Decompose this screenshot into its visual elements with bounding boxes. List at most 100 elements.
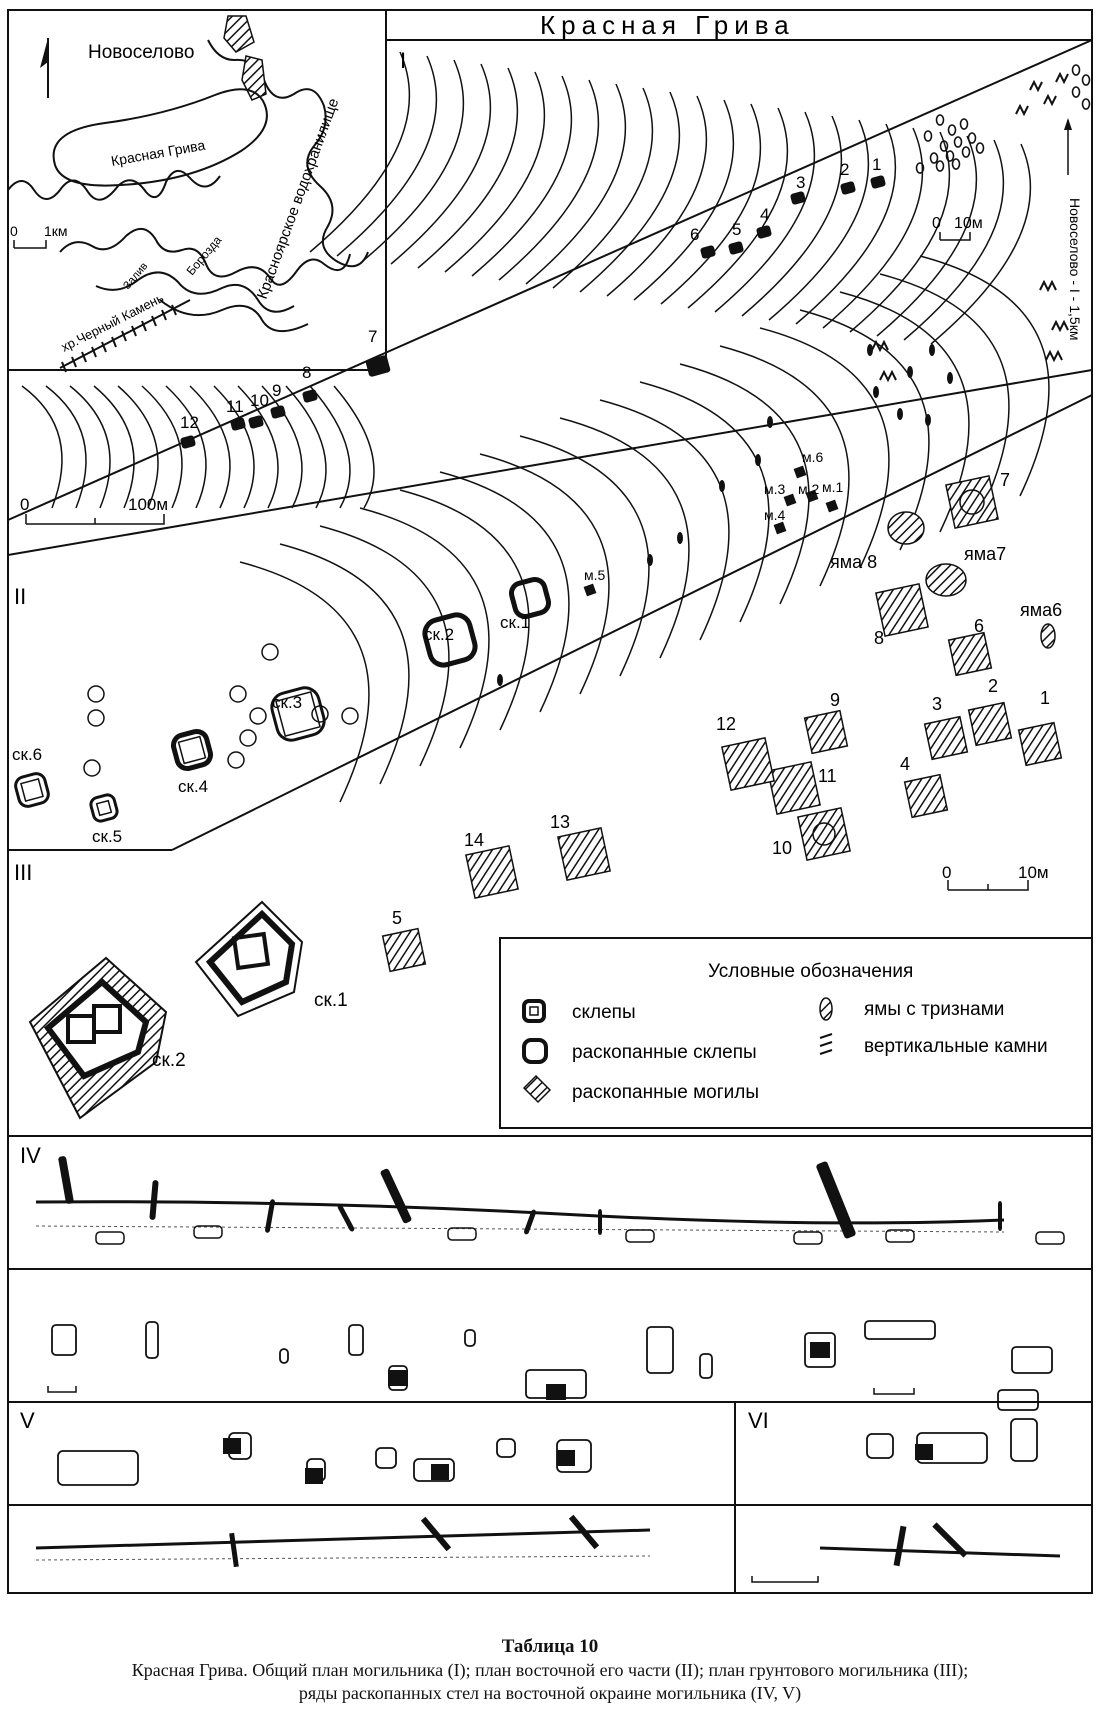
stela-base [223,1438,241,1454]
grave-marker [700,245,716,259]
stone-mark [897,408,903,420]
stela-base [305,1468,323,1484]
row-scale-bar [751,1576,819,1583]
stone-mark [497,674,503,686]
stone-ring [1081,74,1091,86]
feast-pit-symbol-icon [819,997,833,1021]
grave-number: 3 [932,694,942,714]
contour-line [903,139,1005,341]
contour-line [279,543,410,785]
panel-III-crypts: ск.1ск.2 [28,900,348,1120]
grave-number: 6 [690,225,699,244]
crypt [422,612,478,668]
contour-line [21,385,63,509]
stone-fragment [193,1225,223,1239]
legend-item-crypts: склепы [572,1002,636,1023]
stela-base [431,1464,449,1480]
contour-line [525,83,627,285]
stone-mark [767,416,773,428]
grave-number: 5 [732,220,741,239]
contour-line [261,385,303,509]
contour-line [579,91,681,293]
vertical-stones [1015,103,1029,117]
crypt [270,686,326,742]
pit-label: м.2 [798,481,820,497]
stone-mark [719,480,725,492]
grave-number: 7 [1000,470,1010,490]
stela [149,1180,159,1220]
excavated-grave [903,773,949,819]
inset-village-label: Новоселово [88,42,195,63]
stone-circle [311,705,329,723]
panel-II-label: II [14,584,26,609]
stela [932,1522,968,1558]
inset-ridge-label: хр.Черный Камень [59,290,167,355]
contour-line [336,55,438,257]
crypt-outer [194,900,304,1018]
contour-line [660,103,762,305]
grave-marker [230,417,246,431]
stela [524,1209,536,1235]
legend-title: Условные обозначения [708,961,913,982]
stela-plan [1011,1346,1053,1374]
stone-circle [227,751,245,769]
stela-plan [496,1438,516,1458]
contour-line [930,143,1032,345]
stone-ring [1081,98,1091,110]
grave-marker [870,175,886,189]
stela [598,1209,602,1235]
vertical-stones [879,369,897,383]
excavated-grave-symbol-icon [522,1074,552,1104]
feast-pit [887,511,925,545]
panel-III-label: III [14,860,32,885]
grave-number: 4 [760,205,769,224]
stone-ring [951,158,961,170]
legend: Условные обозначения склепы раскопанные … [499,937,1093,1129]
grave-number: 1 [872,155,881,174]
grave-marker [840,181,856,195]
stone-circle [229,685,247,703]
contour-line [679,363,810,605]
contour-line [93,385,135,509]
stone-circle [87,685,105,703]
stela-plan [464,1329,476,1347]
vertical-stones [1055,71,1069,85]
grave-number: 12 [180,413,199,432]
excavated-grave [767,761,821,815]
contour-line [363,59,465,261]
caption-line-1: Красная Грива. Общий план могильника (I)… [131,1660,969,1680]
stone-ring [959,118,969,130]
legend-item-excavated-crypts: раскопанные склепы [572,1042,757,1063]
trench-line-IV [35,1225,1005,1233]
row-VI-label: VI [748,1408,769,1433]
contour-line [768,119,870,321]
stone-ring [939,140,949,152]
stela-plan [413,1458,455,1482]
stone-ring [947,124,957,136]
crypt-label: ск.1 [500,613,530,632]
panel-II-crypts: ск.1ск.2ск.3ск.4ск.5ск.6 [12,576,552,846]
inset-map: Новоселово Красная Грива Красноярское во… [7,10,387,373]
stone-ring [935,114,945,126]
grave-number: 14 [464,830,484,850]
grave-number: 6 [974,616,984,636]
crypt-inner [177,735,207,765]
excavated-grave [381,927,427,973]
excavated-grave [557,827,611,881]
crypt-inner [95,799,113,817]
stone-fragment [793,1231,823,1245]
crypt-chamber [231,931,271,971]
stone-ring [975,142,985,154]
grave-number: 5 [392,908,402,928]
stone-circle [341,707,359,725]
legend-item-feast-pits: ямы с тризнами [864,999,1004,1020]
panel-I-stone-rows [871,64,1091,383]
pit-label: м.6 [802,449,824,465]
grave-marker [180,435,196,449]
panel-I-small-scale-unit: 10м [954,215,983,232]
excavated-grave [465,845,519,899]
grave-inner-ring [959,489,985,515]
